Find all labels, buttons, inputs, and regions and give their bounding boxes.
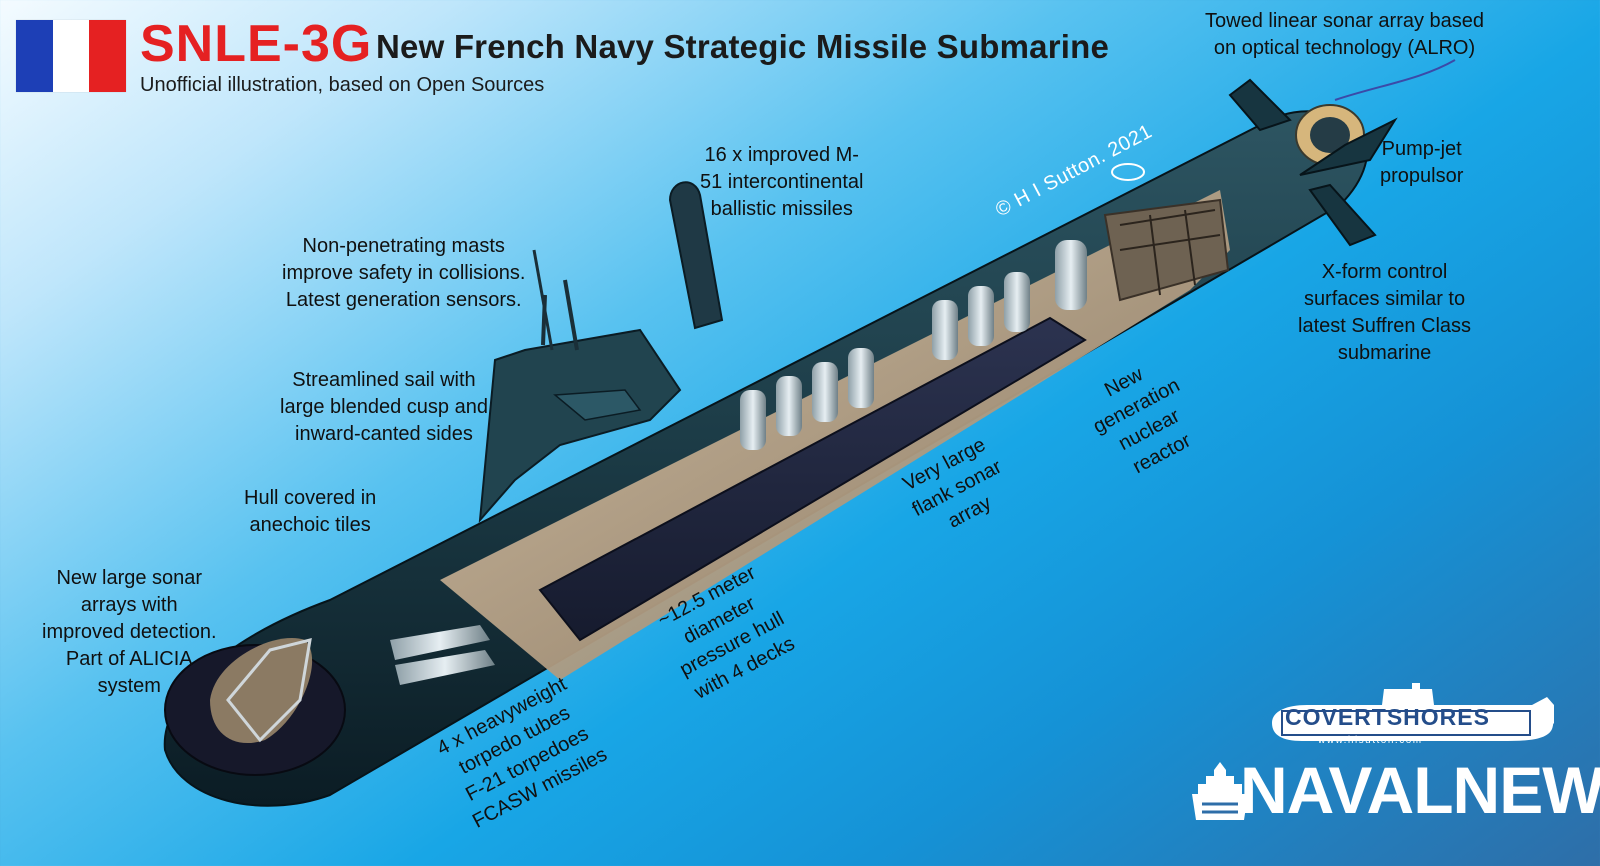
x-fin-lower — [1308, 183, 1377, 247]
covertshores-logo-url: www.hisutton.com — [1318, 735, 1423, 746]
bow-sonar-array — [164, 637, 346, 776]
missile-tubes — [740, 272, 1030, 450]
submarine-code: SNLE-3G — [140, 15, 373, 73]
stern-section — [1111, 78, 1398, 247]
flag-blue-stripe — [16, 20, 53, 92]
french-flag — [16, 20, 127, 92]
label-towed-array: Towed linear sonar array based on optica… — [1205, 10, 1485, 59]
x-fin-right — [1299, 117, 1398, 176]
mast-2 — [563, 279, 579, 351]
m51-missile — [668, 181, 724, 330]
reactor-compartment — [1055, 198, 1230, 310]
label-sail: Streamlined sail with large blended cusp… — [280, 369, 488, 445]
label-bow-sonar: New large sonar arrays with improved det… — [42, 567, 217, 697]
flag-white-stripe — [52, 20, 90, 92]
towed-array-cable — [1334, 59, 1456, 101]
flag-red-stripe — [89, 20, 127, 92]
label-x-form-control: X-form control surfaces similar to lates… — [1298, 261, 1472, 364]
label-hull-tiles: Hull covered in anechoic tiles — [244, 487, 377, 536]
mast-3 — [541, 294, 547, 346]
page-title: New French Navy Strategic Missile Submar… — [376, 28, 1110, 65]
torpedo-tubes — [390, 625, 495, 685]
navalnews-ship-icon — [1192, 762, 1248, 820]
x-fin-upper — [1228, 78, 1292, 132]
flank-sonar-array — [538, 316, 1087, 642]
label-masts: Non-penetrating masts improve safety in … — [282, 235, 526, 311]
hatch — [1111, 163, 1145, 181]
label-pump-jet: Pump-jet propulsor — [1380, 138, 1464, 187]
sail — [478, 328, 682, 523]
covertshores-logo-text: COVERTSHORES — [1285, 704, 1490, 730]
subtitle: Unofficial illustration, based on Open S… — [140, 74, 545, 96]
label-missiles: 16 x improved M- 51 intercontinental bal… — [700, 144, 864, 220]
navalnews-logo-text: NAVALNEWS — [1240, 753, 1600, 827]
sail-fin — [553, 389, 642, 421]
covertshores-logo — [1272, 683, 1554, 741]
